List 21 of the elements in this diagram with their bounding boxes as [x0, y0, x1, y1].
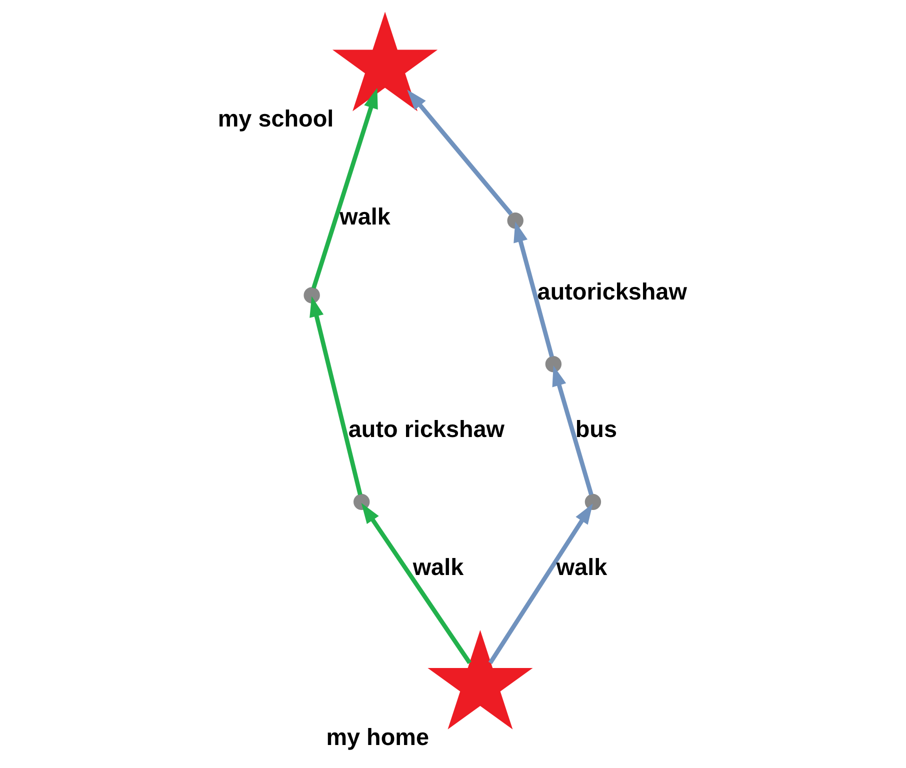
node-point	[304, 287, 320, 304]
arrow	[312, 88, 378, 289]
edge-label: auto rickshaw	[348, 416, 505, 442]
edge-label: walk	[556, 554, 608, 580]
node-point	[584, 494, 602, 510]
arrow	[407, 90, 513, 216]
arrow	[488, 504, 593, 664]
node-point	[507, 212, 524, 229]
node-point	[354, 494, 370, 510]
node-label: my school	[218, 106, 334, 132]
edge-label: autorickshaw	[537, 278, 687, 304]
arrow	[310, 296, 362, 496]
arrow	[361, 503, 472, 664]
arrow	[552, 366, 594, 496]
edge-label: bus	[575, 416, 618, 442]
node-star	[428, 630, 533, 730]
node-point	[545, 356, 562, 372]
edge-label: walk	[412, 554, 464, 580]
arrow	[514, 222, 554, 358]
edge-label: walk	[340, 204, 390, 230]
node-label: my home	[326, 724, 429, 750]
